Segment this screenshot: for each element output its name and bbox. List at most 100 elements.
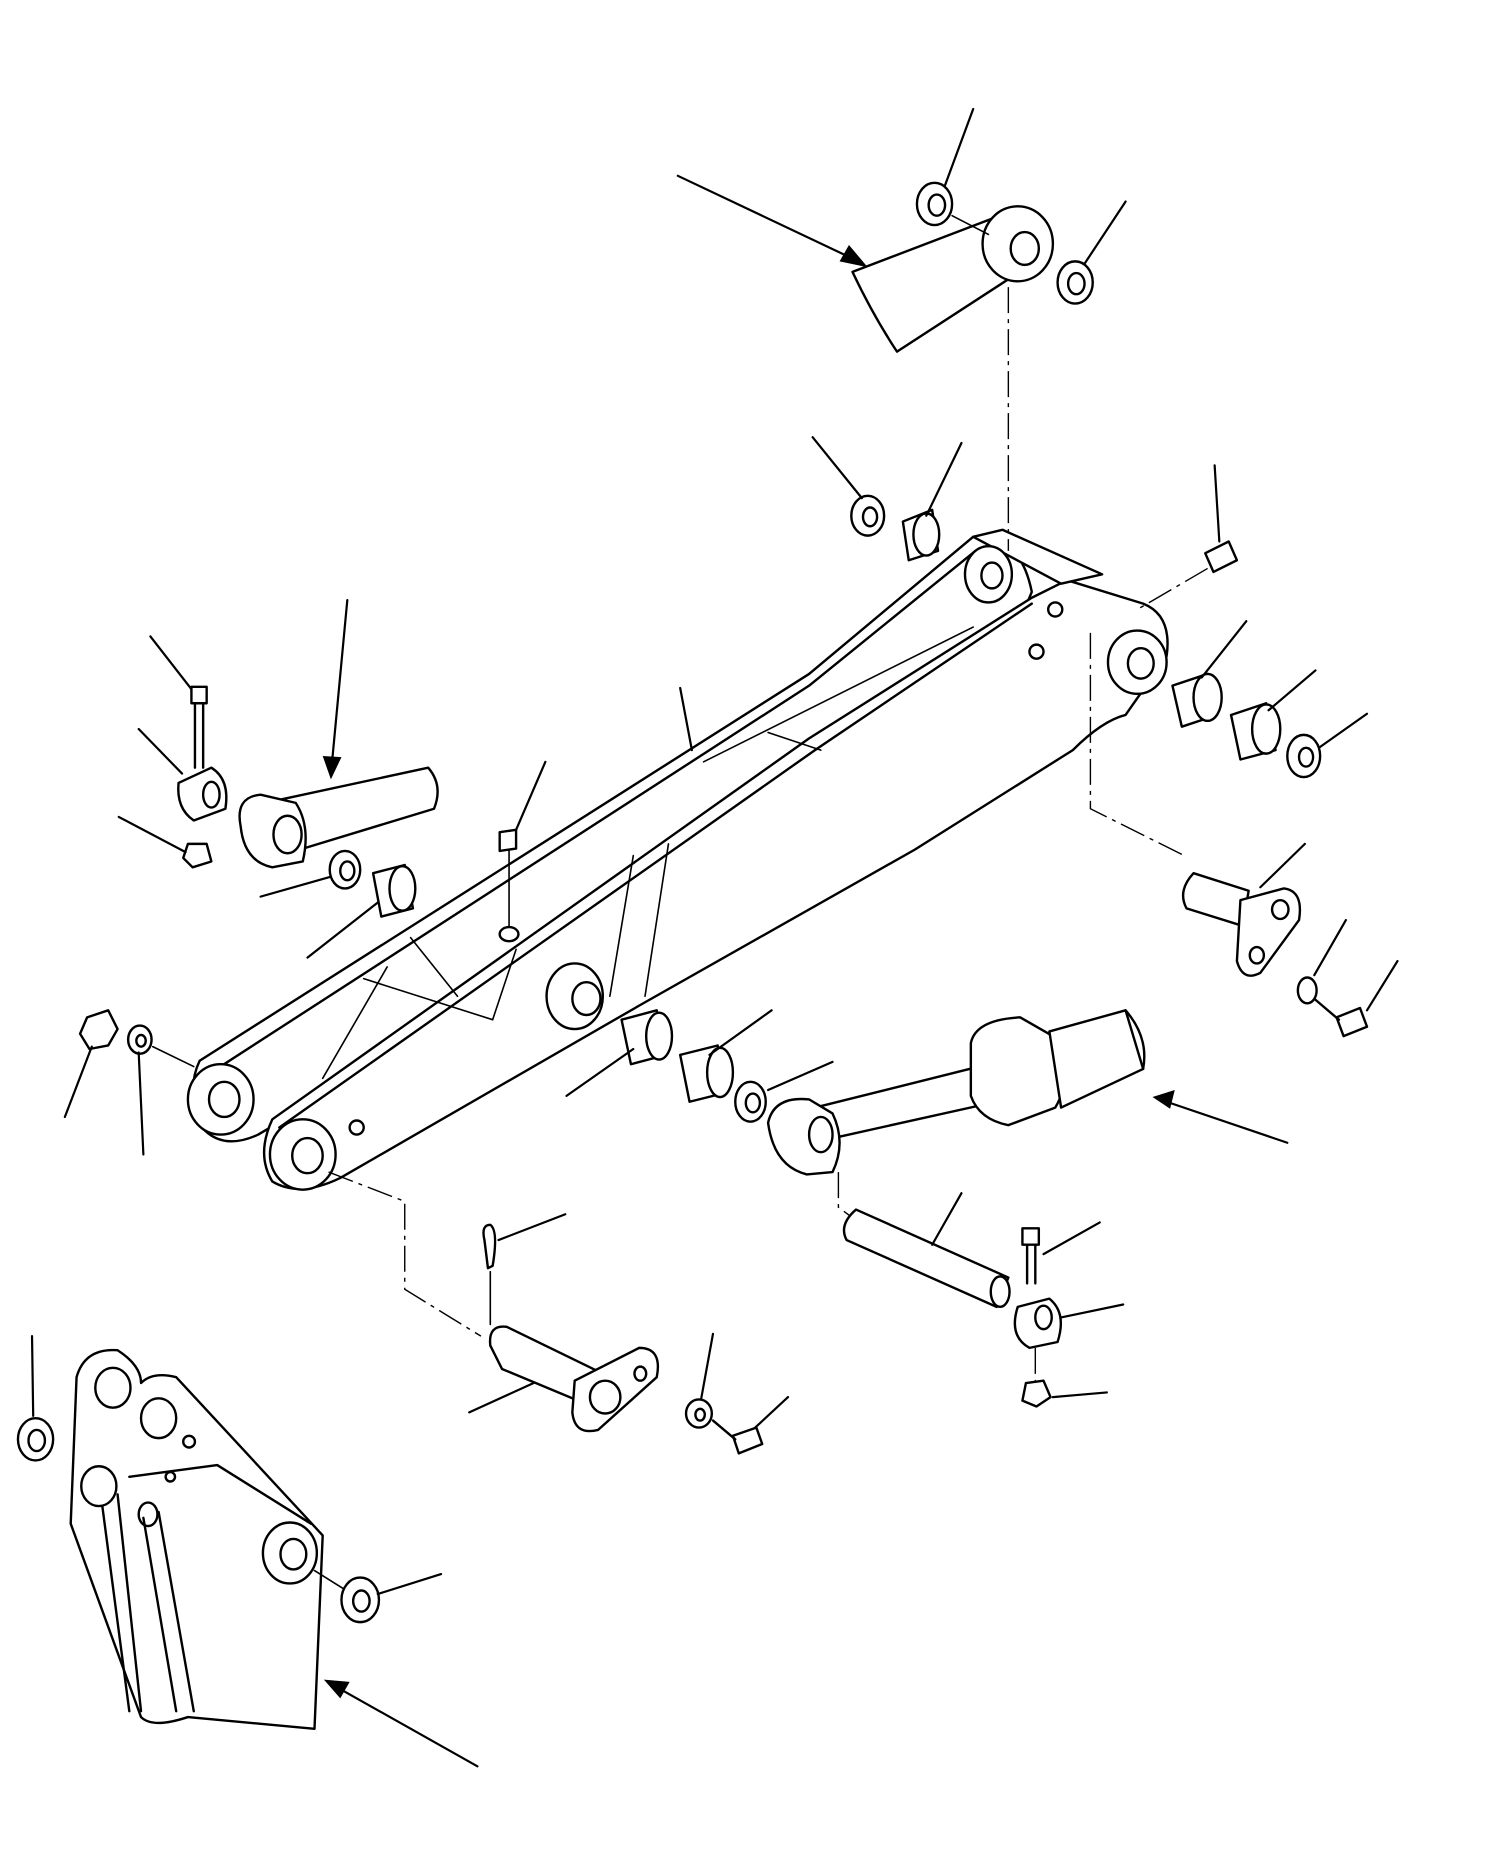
boom-foot-bore-3 (81, 1466, 116, 1506)
arrow-right-head (1152, 1090, 1175, 1109)
boom-arm-assembly (188, 530, 1168, 1190)
arrow-bottom-shaft (338, 1688, 477, 1767)
bore-lower-left-inner (209, 1082, 239, 1117)
middle-bushing-group (622, 1010, 766, 1121)
leader-grease-arm (516, 762, 545, 830)
arm-web (704, 627, 974, 762)
boom-foot-lower-boss-inner (281, 1539, 307, 1569)
lower-cylinder-rod (815, 1067, 997, 1137)
lower-center-pin-boss (590, 1381, 620, 1414)
leader-upper-seal (813, 437, 862, 498)
boom-foot-bore-1 (95, 1368, 130, 1408)
arrow-left-head (322, 755, 342, 780)
right-seal (1287, 735, 1320, 777)
left-clamp-bolt (191, 687, 206, 703)
right-pin-bolt (1337, 1008, 1367, 1036)
lower-left-nut (80, 1010, 118, 1049)
lower-left-washer-hole (136, 1035, 145, 1047)
leader-right-seal (1319, 714, 1367, 748)
left-seal-hole (340, 861, 354, 880)
leader-right-bushing-2 (1269, 670, 1316, 710)
boom-foot-lower-boss (263, 1523, 317, 1584)
leader-top-washer-right (1085, 202, 1126, 264)
lower-cylinder-eye-bore (809, 1117, 832, 1152)
direction-arrows (322, 176, 1288, 1767)
leader-lower-middle-pin (932, 1193, 961, 1245)
leader-left-clamp (139, 729, 182, 774)
top-washer-right-hole (1068, 273, 1084, 294)
bore-lower-left-outer (188, 1064, 254, 1134)
left-clamp-block-hole (203, 782, 219, 808)
lower-middle-nut (1022, 1381, 1050, 1407)
arrow-bottom-head (323, 1679, 350, 1699)
grease-fitting-top-axis (1137, 568, 1207, 609)
leader-left-bolt (150, 636, 191, 689)
arm-crossmember-1 (364, 949, 516, 1019)
leader-right-washer (1314, 920, 1346, 975)
boom-foot-web (129, 1465, 311, 1524)
leader-lower-middle-bolt (1044, 1222, 1100, 1254)
left-seal (330, 851, 360, 889)
upper-seal-hole (863, 508, 877, 527)
leader-mid-bushing-2 (709, 1010, 771, 1055)
cotter-pin (483, 1225, 495, 1268)
top-washer-left-hole (929, 195, 945, 216)
right-pin-group (1183, 873, 1367, 1036)
right-bushing-1-end (1194, 674, 1222, 721)
leader-lower-middle-nut (1053, 1392, 1107, 1397)
boom-foot-inner-4 (159, 1512, 194, 1711)
left-bushing-end (390, 866, 416, 911)
right-bushing-group (1090, 633, 1320, 856)
bore-mid-boss (547, 963, 603, 1029)
top-cylinder-eye-bore (1011, 232, 1039, 265)
bore-top-right-inner (1128, 648, 1154, 678)
arrow-top-head (839, 244, 868, 268)
top-cylinder-rod (852, 217, 1014, 352)
arm-inner-edge (279, 604, 1031, 1128)
leader-lower-left-nut (65, 1047, 92, 1117)
lower-middle-clamp (1015, 1299, 1061, 1348)
leader-right-bushing-1 (1202, 621, 1247, 677)
mid-seal-hole (746, 1094, 760, 1113)
leader-mid-bushing-1 (566, 1049, 633, 1096)
left-cylinder-end (178, 687, 437, 917)
top-washer-left (917, 183, 952, 225)
hole-small-3 (1048, 602, 1062, 616)
lower-center-bolt-shank (713, 1421, 735, 1440)
leader-lower-center-bolt (755, 1397, 788, 1427)
leader-lower-left-washer (139, 1053, 144, 1155)
top-cylinder-end (852, 183, 1092, 551)
boom-foot-inner-3 (143, 1518, 176, 1711)
lower-cylinder-barrel (1049, 1010, 1143, 1107)
right-pin-plate-hole-1 (1272, 900, 1288, 919)
leader-lower-center-washer (701, 1334, 713, 1398)
boom-foot-washer-axis (314, 1571, 342, 1589)
bore-mid-boss-inner (572, 982, 600, 1015)
upper-seal (851, 496, 884, 536)
boom-foot-hole-2 (166, 1472, 175, 1481)
arm-crossmember-2 (323, 938, 458, 1079)
right-pin-plate-hole-2 (1250, 947, 1264, 963)
left-cylinder-eye-bore (273, 816, 301, 854)
top-washer-axis (952, 216, 988, 235)
right-bushing-2-end (1252, 704, 1280, 753)
grease-fitting-top (1137, 541, 1237, 609)
arm-crossmember-3 (610, 733, 821, 997)
top-cylinder-eye (983, 206, 1053, 281)
lower-left-fasteners (80, 1010, 194, 1066)
mid-bushing-2-end (707, 1048, 733, 1097)
lower-center-pin-plate-hole (634, 1367, 646, 1381)
bore-top-right-outer (1108, 631, 1167, 694)
leader-left-nut (119, 817, 186, 852)
bore-lower-right-inner (292, 1138, 322, 1173)
lower-cylinder-barrel-end (1126, 1010, 1145, 1069)
lower-center-washer (686, 1399, 712, 1427)
leader-right-bolt (1367, 961, 1397, 1010)
leader-grease-top (1215, 465, 1220, 541)
leader-left-seal (261, 877, 331, 897)
grease-fitting-arm (500, 830, 516, 851)
lower-middle-pin-end (991, 1276, 1010, 1306)
bore-lower-right-outer (270, 1119, 336, 1189)
